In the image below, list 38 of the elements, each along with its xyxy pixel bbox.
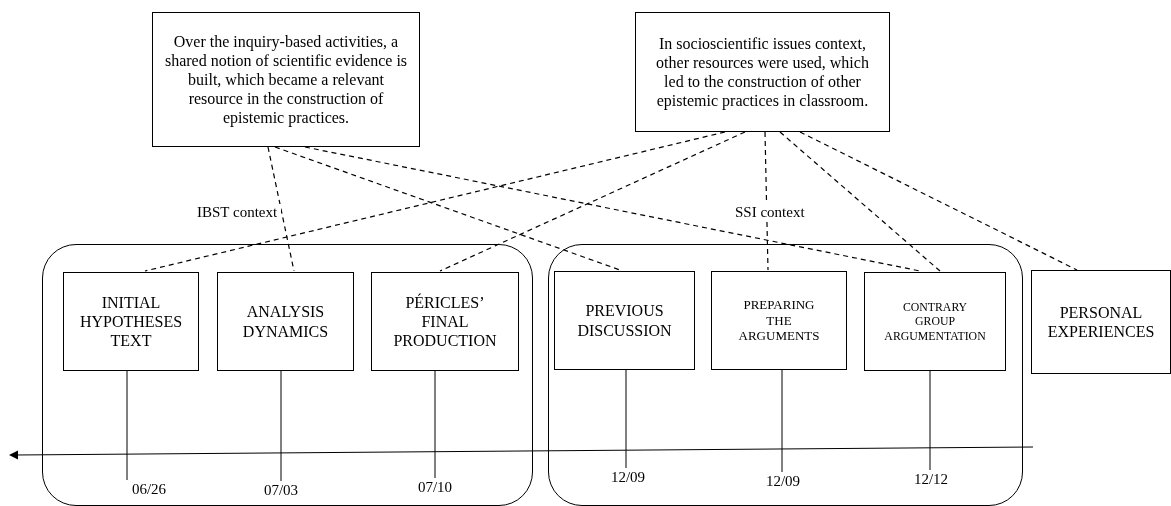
dashed-connector: [779, 131, 941, 272]
dashed-connector: [439, 131, 746, 272]
dashed-connector: [799, 131, 1078, 271]
box-text: Over the inquiry-based activities, a shared notion of scientific evidence is built, which became a relevant resource in the construction of epistemic practices.: [163, 31, 409, 128]
dashed-connector: [764, 131, 769, 271]
text-box: [635, 12, 890, 132]
date-label: 12/09: [764, 473, 802, 490]
text-box: [864, 272, 1006, 371]
text-box: [1031, 270, 1171, 374]
text-box: [152, 12, 420, 147]
timeline-tick: [929, 369, 931, 471]
date-label: 07/10: [416, 479, 454, 496]
date-label: 12/12: [912, 471, 950, 488]
box-text: INITIAL HYPOTHESES TEXT: [78, 292, 184, 351]
timeline-tick: [126, 369, 128, 481]
box-text: PÉRICLES’ FINAL PRODUCTION: [392, 292, 498, 351]
box-text: PREPARING THE ARGUMENTS: [738, 297, 820, 344]
text-box: [63, 272, 199, 371]
box-text: In socioscientific issues context, other resources were used, which led to the construction of other epistemic practices in classroom.: [655, 33, 870, 111]
text-box: [371, 272, 519, 371]
box-text: PREVIOUS DISCUSSION: [576, 301, 673, 340]
text-box: [711, 271, 847, 370]
box-text: PERSONAL EXPERIENCES: [1046, 302, 1156, 342]
timeline-tick: [625, 368, 627, 469]
date-label: 07/03: [262, 482, 300, 499]
dashed-connector: [144, 131, 726, 272]
dashed-connector: [267, 146, 295, 272]
box-text: ANALYSIS DYNAMICS: [241, 302, 330, 341]
dashed-connector: [274, 146, 621, 271]
timeline-tick: [280, 369, 282, 482]
timeline-tick: [434, 369, 436, 479]
text-box: [217, 272, 354, 371]
text-box: [554, 271, 695, 370]
timeline-tick: [781, 368, 783, 473]
box-text: CONTRARY GROUP ARGUMENTATION: [884, 300, 986, 343]
dashed-connector: [304, 146, 921, 272]
date-label: 12/09: [609, 469, 647, 486]
date-label: 06/26: [130, 481, 168, 498]
